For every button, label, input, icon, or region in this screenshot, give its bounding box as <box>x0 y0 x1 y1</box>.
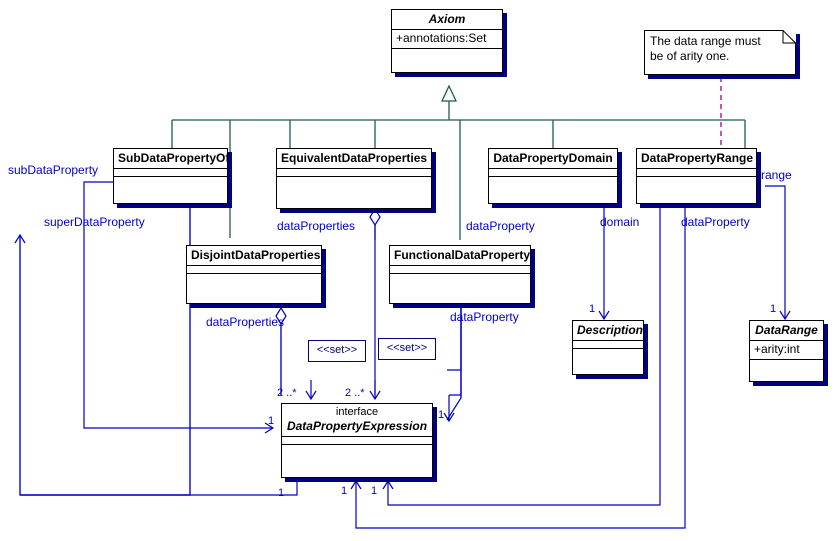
class-equivalentdataproperties[interactable]: EquivalentDataProperties <box>276 148 432 209</box>
label-domain: domain <box>600 215 640 229</box>
class-description-operations <box>573 349 643 367</box>
class-datapropertyrange[interactable]: DataPropertyRange <box>636 148 757 204</box>
class-datapropertydomain-operations <box>489 177 617 195</box>
multiplicity-domain-dp-one: 1 <box>371 485 378 497</box>
class-disjointdataproperties[interactable]: DisjointDataProperties <box>186 245 322 304</box>
label-range-dataproperty: dataProperty <box>450 310 519 324</box>
multiplicity-equivalent-many: 2 ..* <box>345 387 365 399</box>
multiplicity-description-one: 1 <box>589 303 596 315</box>
class-description-attributes <box>573 341 643 349</box>
class-datapropertyexpression-operations <box>282 445 432 463</box>
class-disjointdataproperties-attributes <box>187 266 321 274</box>
class-datapropertyrange-operations <box>637 177 756 195</box>
label-domain-dataproperty: dataProperty <box>681 215 750 229</box>
multiplicity-functional-one: 1 <box>438 409 445 421</box>
class-disjointdataproperties-name: DisjointDataProperties <box>187 246 321 266</box>
class-subdatapropertyof[interactable]: SubDataPropertyOf <box>113 148 229 204</box>
class-equivalentdataproperties-attributes <box>277 169 431 177</box>
class-equivalentdataproperties-operations <box>277 177 431 195</box>
class-description-name: Description <box>573 321 643 341</box>
multiplicity-disjoint-many: 2 ..* <box>277 387 297 399</box>
class-datapropertydomain-name: DataPropertyDomain <box>489 149 617 169</box>
label-disjoint-dataproperties: dataProperties <box>206 315 285 329</box>
class-datapropertydomain[interactable]: DataPropertyDomain <box>488 148 618 204</box>
class-axiom-operations <box>392 49 502 67</box>
class-functionaldataproperty-name: FunctionalDataProperty <box>390 246 530 266</box>
stereotype-set-left: <<set>> <box>308 340 366 362</box>
multiplicity-sub-one: 1 <box>268 415 275 427</box>
class-functionaldataproperty-operations <box>390 274 530 292</box>
class-datapropertyexpression-name: DataPropertyExpression <box>282 419 432 437</box>
class-functionaldataproperty-attributes <box>390 266 530 274</box>
label-superdataproperty: superDataProperty <box>44 215 145 229</box>
label-subdataproperty: subDataProperty <box>8 163 99 177</box>
class-datarange-operations <box>750 360 823 378</box>
class-datarange-attribute: +arity:int <box>750 341 823 360</box>
class-subdatapropertyof-attributes <box>114 169 227 177</box>
note-text: The data range must be of arity one. <box>650 34 761 63</box>
class-datapropertyexpression[interactable]: interface DataPropertyExpression <box>281 403 433 478</box>
class-axiom-name: Axiom <box>392 10 502 30</box>
class-equivalentdataproperties-name: EquivalentDataProperties <box>277 149 431 169</box>
class-datapropertyexpression-stereotype: interface <box>335 406 379 418</box>
label-equivalent-dataproperties: dataProperties <box>277 219 356 233</box>
class-disjointdataproperties-operations <box>187 274 321 292</box>
multiplicity-super-one: 1 <box>278 487 285 499</box>
class-datapropertyexpression-attributes <box>282 437 432 445</box>
label-functional-dataproperty: dataProperty <box>466 219 535 233</box>
note-shape <box>644 30 796 75</box>
class-datarange-name: DataRange <box>750 321 823 341</box>
stereotype-set-right: <<set>> <box>378 338 436 360</box>
note-data-range-arity[interactable]: The data range must be of arity one. <box>644 30 796 75</box>
class-datapropertyrange-attributes <box>637 169 756 177</box>
class-subdatapropertyof-name: SubDataPropertyOf <box>114 149 229 169</box>
class-description[interactable]: Description <box>572 320 644 375</box>
class-datapropertyrange-name: DataPropertyRange <box>637 149 756 169</box>
class-subdatapropertyof-operations <box>114 177 227 195</box>
label-range: range <box>761 168 792 182</box>
class-datarange[interactable]: DataRange +arity:int <box>749 320 824 382</box>
class-functionaldataproperty[interactable]: FunctionalDataProperty <box>389 245 531 304</box>
class-axiom-attribute: +annotations:Set <box>392 30 502 49</box>
multiplicity-datarange-one: 1 <box>770 303 777 315</box>
multiplicity-range-dp-one: 1 <box>341 485 348 497</box>
class-datapropertydomain-attributes <box>489 169 617 177</box>
class-axiom[interactable]: Axiom +annotations:Set <box>391 9 503 73</box>
